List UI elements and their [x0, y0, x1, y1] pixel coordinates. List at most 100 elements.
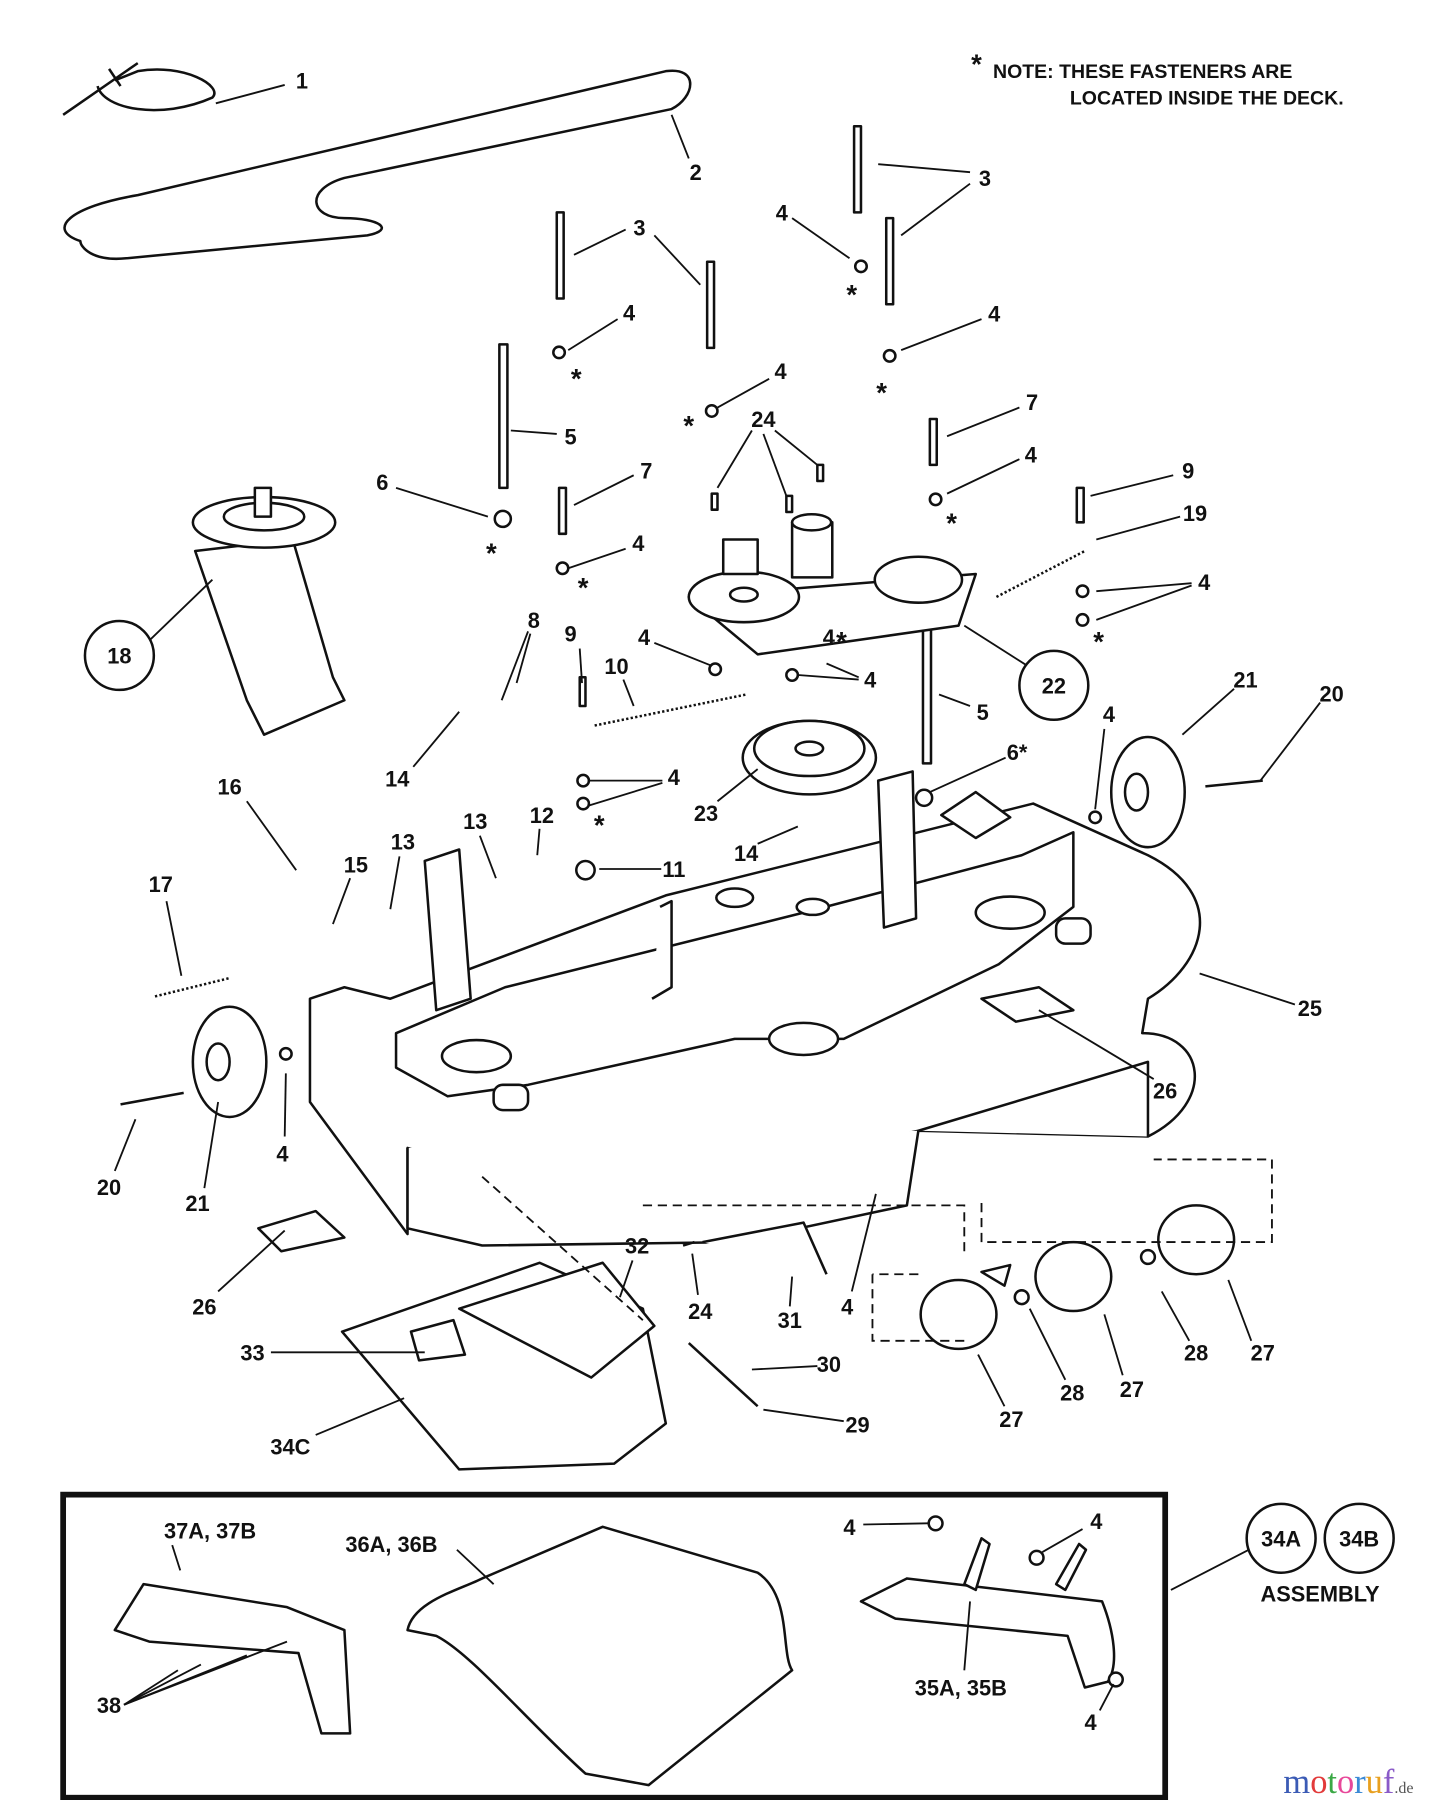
leader-line [946, 458, 1020, 495]
callout-4: 4 [623, 300, 635, 325]
leader-line [573, 228, 627, 256]
callout-27: 27 [999, 1407, 1023, 1432]
note-line-1: NOTE: THESE FASTENERS ARE [993, 61, 1292, 83]
leader-line [763, 1408, 844, 1423]
callout-4: 4 [1025, 443, 1037, 468]
leader-line [1199, 972, 1296, 1006]
assembly-label: ASSEMBLY [1260, 1581, 1380, 1606]
leader-line [148, 579, 214, 642]
bolt-17 [154, 976, 230, 998]
leader-line [123, 1640, 288, 1706]
callout-32: 32 [625, 1234, 649, 1259]
leader-line [246, 800, 297, 871]
nuts [278, 259, 1103, 1192]
leader-line [536, 828, 541, 856]
inside-deck-marker: * [876, 377, 887, 408]
leader-line [165, 900, 183, 976]
leader-line [717, 378, 770, 409]
leader-line [654, 642, 713, 667]
callout-38: 38 [97, 1693, 121, 1718]
leader-line [203, 1101, 220, 1189]
leader-line [1038, 1009, 1155, 1080]
callout-7: 7 [640, 459, 652, 484]
leader-line [567, 547, 626, 570]
callout-circle [1245, 1502, 1317, 1574]
leader-line [510, 429, 557, 435]
leader-line [622, 679, 635, 707]
callout-37a-37b: 37A, 37B [164, 1518, 256, 1543]
spindle-assembly [191, 486, 346, 736]
leader-line [1041, 1528, 1083, 1553]
callout-4: 4 [632, 531, 644, 556]
callout-4: 4 [668, 765, 680, 790]
callout-5: 5 [564, 424, 576, 449]
callout-8: 8 [528, 608, 540, 633]
leader-line [573, 474, 635, 506]
callout-27: 27 [1120, 1377, 1144, 1402]
callout-24: 24 [688, 1299, 712, 1324]
callout-4: 4 [1198, 570, 1210, 595]
callout-17: 17 [149, 872, 173, 897]
leader-line [788, 1276, 794, 1307]
leader-line [1098, 1683, 1115, 1711]
inside-deck-marker: * [683, 410, 694, 441]
leader-line [929, 756, 1006, 793]
leader-line [619, 1260, 634, 1298]
callout-4: 4 [1090, 1509, 1102, 1534]
callout-4: 4 [841, 1294, 853, 1319]
callout-34c: 34C [270, 1434, 310, 1459]
pulley [741, 719, 878, 796]
leader-line [567, 318, 619, 351]
inside-deck-marker: * [846, 279, 857, 310]
callout-28: 28 [1184, 1340, 1208, 1365]
callout-6: 6 [376, 470, 388, 495]
callout-29: 29 [845, 1413, 869, 1438]
leader-line [757, 825, 799, 845]
callout-23: 23 [694, 801, 718, 826]
leader-line [1181, 688, 1235, 736]
leader-line [850, 1193, 877, 1292]
leader-line [963, 1601, 971, 1671]
leader-line [578, 648, 583, 684]
inside-deck-marker: * [946, 508, 957, 539]
callout-2: 2 [690, 160, 702, 185]
callout-28: 28 [1060, 1381, 1084, 1406]
callout-4: 4 [1085, 1710, 1097, 1735]
callout-10: 10 [604, 654, 628, 679]
callout-3: 3 [979, 166, 991, 191]
leader-line [123, 1663, 202, 1706]
callout-34b: 34B [1339, 1526, 1379, 1551]
leader-line [500, 631, 529, 701]
inset-parts [113, 1515, 1124, 1787]
callout-1: 1 [296, 68, 308, 93]
leader-line [283, 1073, 287, 1137]
callout-31: 31 [778, 1308, 802, 1333]
leader-line [1028, 1308, 1067, 1381]
callout-circle [1018, 649, 1090, 722]
callout-18: 18 [107, 644, 131, 669]
leader-line [863, 1522, 928, 1526]
callout-21: 21 [185, 1191, 209, 1216]
leader-line [123, 1669, 179, 1706]
callout-21: 21 [1233, 668, 1257, 693]
inside-deck-marker: * [571, 363, 582, 394]
callout-15: 15 [344, 852, 368, 877]
leader-line [878, 163, 971, 174]
inside-deck-marker: * [836, 626, 847, 657]
leader-line [977, 1354, 1006, 1407]
leader-line [797, 674, 859, 681]
leader-line [946, 406, 1020, 438]
leader-line [1103, 1314, 1124, 1376]
leader-line [1095, 584, 1192, 621]
leader-line [1259, 701, 1321, 782]
callout-4: 4 [1103, 702, 1115, 727]
leader-line [791, 217, 851, 260]
belt-large [63, 69, 692, 261]
leader-line [1170, 1548, 1250, 1591]
leader-line [762, 433, 788, 497]
rollers [642, 1158, 1273, 1351]
leader-line [938, 693, 971, 707]
leader-line [1096, 515, 1181, 541]
mower-deck [308, 770, 1202, 1247]
